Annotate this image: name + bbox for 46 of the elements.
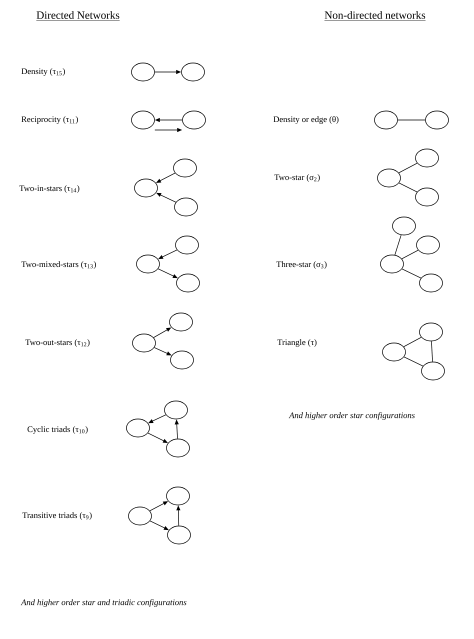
heading: Directed Networks [36,11,120,20]
node-circle [175,236,199,254]
node-circle [182,110,206,130]
node-circle [131,62,155,82]
node-circle [181,62,205,82]
note: And higher order star and triadic configurations [20,599,186,607]
node-circle [382,342,406,362]
node-circle [415,188,439,206]
node-circle [167,526,191,544]
configuration-label: Triangle (τ) [277,339,317,347]
configuration-label: Transitive triads (τ$_{9}$) [22,512,92,520]
node-circle [392,216,416,236]
configuration-label: Two-mixed-stars (τ$_{13}$) [21,261,96,269]
node-circle [374,110,398,130]
node-circle [416,236,440,254]
node-circle [380,254,404,274]
node-circle [134,178,158,198]
heading: Non-directed networks [324,11,426,20]
node-circle [128,506,152,526]
node-circle [164,400,188,420]
note: And higher order star configurations [288,412,415,420]
configuration-label: Two-in-stars (τ$_{14}$) [19,185,80,193]
configuration-label: Density or edge (θ) [273,116,339,124]
configuration-label: Two-star (σ$_{2}$) [274,174,320,182]
node-circle [377,168,401,188]
node-circle [136,254,160,274]
node-circle [425,110,449,130]
configuration-label: Reciprocity (τ$_{11}$) [21,116,78,124]
node-circle [176,274,200,292]
node-circle [169,312,193,332]
node-circle [132,334,156,352]
node-circle [166,438,190,458]
node-circle [415,148,439,168]
node-circle [174,198,198,216]
configuration-label: Cyclic triads (τ$_{10}$) [28,426,88,434]
configuration-label: Density (τ$_{15}$) [21,68,65,76]
node-circle [131,110,155,130]
node-circle [170,350,194,370]
node-circle [419,322,443,342]
node-circle [419,274,443,292]
node-circle [166,486,190,506]
configuration-label: Two-out-stars (τ$_{12}$) [25,339,90,347]
node-circle [126,418,150,438]
node-circle [173,158,197,178]
configuration-label: Three-star (σ$_{3}$) [276,261,327,269]
node-circle [421,362,445,380]
